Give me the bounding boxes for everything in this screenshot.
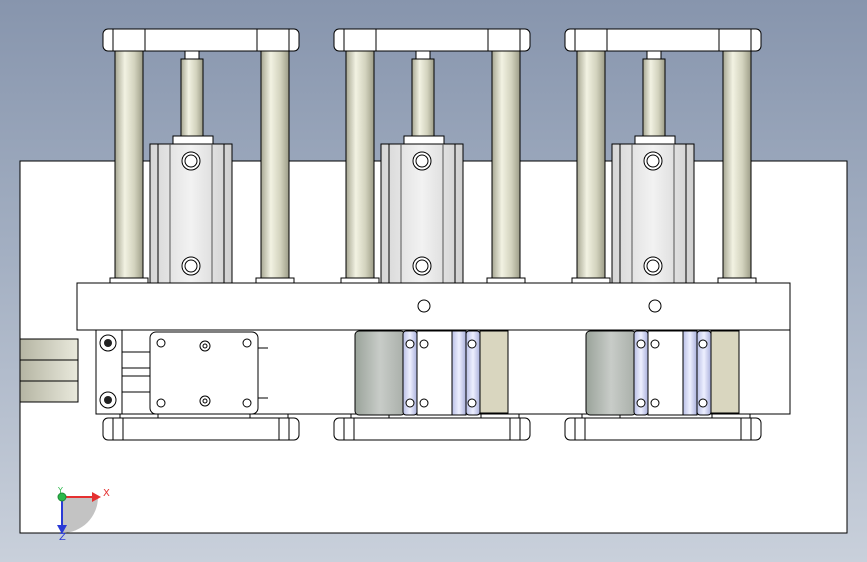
cylinder-unit-2[interactable]	[333, 28, 531, 441]
clamp-motor	[354, 330, 406, 416]
clamp-screw	[467, 398, 477, 408]
guide-rod-right	[491, 50, 521, 284]
piston-rod	[642, 58, 666, 140]
clamp-module-2[interactable]	[354, 330, 509, 416]
guide-rod-left	[114, 50, 144, 284]
coordinate-triad[interactable]	[57, 492, 101, 534]
guide-rod-right	[722, 50, 752, 284]
side-motor-bolt-bottom	[99, 391, 117, 409]
clamp-screw	[419, 398, 429, 408]
cylinder-unit-1[interactable]	[102, 28, 300, 441]
top-plate	[333, 28, 531, 52]
clamp-screw	[650, 339, 660, 349]
rod-gland	[172, 135, 214, 145]
clamp-pad	[710, 330, 740, 414]
clamp-modules	[354, 330, 740, 416]
triad-rotation-arc	[62, 497, 98, 533]
clamp-screw	[698, 398, 708, 408]
clamp-motor	[585, 330, 637, 416]
clamp-module-3[interactable]	[585, 330, 740, 416]
clamp-screw	[636, 339, 646, 349]
clamp-jaw	[682, 330, 698, 416]
cylinder-units	[102, 28, 762, 441]
top-plate	[102, 28, 300, 52]
guide-rod-left	[345, 50, 375, 284]
piston-rod	[411, 58, 435, 140]
rod-gland	[634, 135, 676, 145]
top-pin	[184, 50, 200, 60]
rod-gland	[403, 135, 445, 145]
z-axis-arrow	[57, 525, 67, 534]
side-motor-bolt-top	[99, 334, 117, 352]
side-motor[interactable]	[19, 329, 268, 415]
top-plate	[564, 28, 762, 52]
beam-hole-2	[417, 299, 431, 313]
beam-hole-3	[648, 299, 662, 313]
guide-rod-right	[260, 50, 290, 284]
bottom-plate	[564, 417, 762, 441]
cross-beam[interactable]	[76, 282, 791, 331]
cylinder-unit-3[interactable]	[564, 28, 762, 441]
x-axis-label: X	[103, 488, 110, 499]
clamp-screw	[405, 339, 415, 349]
clamp-screw	[636, 398, 646, 408]
x-axis-arrow	[92, 492, 101, 502]
clamp-screw	[650, 398, 660, 408]
clamp-pad	[479, 330, 509, 414]
bottom-plate	[333, 417, 531, 441]
side-motor-screws	[156, 338, 252, 408]
guide-rod-left	[576, 50, 606, 284]
clamp-screw	[698, 339, 708, 349]
y-axis-label: Y	[58, 486, 63, 495]
top-pin	[646, 50, 662, 60]
clamp-jaw	[451, 330, 467, 416]
clamp-screw	[405, 398, 415, 408]
piston-rod	[180, 58, 204, 140]
bottom-plate	[102, 417, 300, 441]
clamp-screw	[467, 339, 477, 349]
y-axis-dot	[57, 492, 67, 502]
z-axis-label: Z	[59, 532, 66, 543]
clamp-screw	[419, 339, 429, 349]
top-pin	[415, 50, 431, 60]
